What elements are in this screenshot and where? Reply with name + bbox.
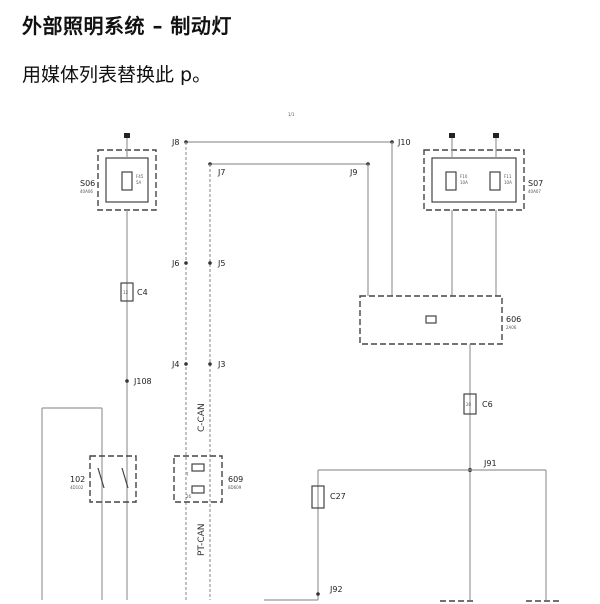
s06-terminal-icon (124, 133, 130, 138)
m609-label: 609 (228, 475, 243, 484)
f10-fuse (445, 171, 457, 191)
s07-label: S07 (528, 179, 543, 188)
s06-inner-frame (105, 157, 149, 203)
m102-sub-label: 4D102 (70, 485, 84, 490)
c-can-label: C-CAN (197, 403, 207, 432)
switch-contact-left (97, 467, 105, 489)
f11-label: F11 (504, 174, 512, 179)
top-ref-label: 1/1 (288, 112, 295, 117)
splice-j10-label: J10 (397, 138, 411, 147)
m609-resistor-a (191, 463, 205, 472)
s07-terminal-left-icon (449, 133, 455, 138)
s07-terminal-right-icon (493, 133, 499, 138)
c4-pin: 12 (123, 290, 129, 295)
m609-pin-b: 26 (186, 494, 192, 499)
splice-j7-label: J7 (217, 168, 225, 177)
c4-label: C4 (137, 288, 148, 297)
m609-resistor-b (191, 485, 205, 494)
s07-fuse-box (423, 149, 525, 211)
page-title: 外部照明系统 – 制动灯 (22, 14, 232, 38)
splice-j6-dot (184, 261, 188, 265)
splice-j9-label: J9 (349, 168, 357, 177)
splice-j3-label: J3 (217, 360, 225, 369)
switch-contact-right (121, 467, 129, 489)
s07-sub-label: 40A07 (528, 189, 541, 194)
splice-j5-label: J5 (217, 259, 225, 268)
m102-label: 102 (70, 475, 85, 484)
c6-connector (463, 393, 477, 415)
splice-j91-label: J91 (483, 459, 497, 468)
f11-fuse (489, 171, 501, 191)
splice-j108-label: J108 (133, 377, 152, 386)
f45-rating: 5A (136, 180, 142, 185)
f11-rating: 10A (504, 180, 512, 185)
f10-rating: 10A (460, 180, 468, 185)
m606-sub-label: 2A06 (506, 325, 517, 330)
c6-pin: 20 (466, 402, 472, 407)
splice-j8-label: J8 (171, 138, 179, 147)
splice-j4-dot (184, 362, 188, 366)
splice-j4-label: J4 (171, 360, 179, 369)
pt-can-label: PT-CAN (197, 523, 207, 556)
m609-module-box (173, 455, 223, 503)
c27-connector (311, 485, 325, 509)
m609-sub-label: 8D609 (228, 485, 242, 490)
s06-sub-label: 40A06 (80, 189, 93, 194)
splice-j5-dot (208, 261, 212, 265)
m606-module-box (359, 295, 503, 345)
f45-fuse (121, 171, 133, 191)
page-subtitle: 用媒体列表替换此 p。 (22, 64, 212, 86)
s06-label: S06 (80, 179, 95, 188)
f10-label: F10 (460, 174, 468, 179)
splice-j108-dot (125, 379, 129, 383)
m606-chip-icon (425, 315, 437, 324)
c6-label: C6 (482, 400, 493, 409)
splice-j92-label: J92 (329, 585, 343, 594)
m606-label: 606 (506, 315, 521, 324)
c4-connector (120, 282, 134, 302)
s06-fuse-box (97, 149, 157, 211)
splice-j6-label: J6 (171, 259, 179, 268)
s07-inner-frame (431, 157, 517, 203)
m609-pin-a: 7 (186, 472, 189, 477)
m102-switch-box (89, 455, 137, 503)
c27-label: C27 (330, 492, 346, 501)
splice-j3-dot (208, 362, 212, 366)
splice-j92-dot (316, 592, 320, 596)
f45-label: F45 (136, 174, 144, 179)
